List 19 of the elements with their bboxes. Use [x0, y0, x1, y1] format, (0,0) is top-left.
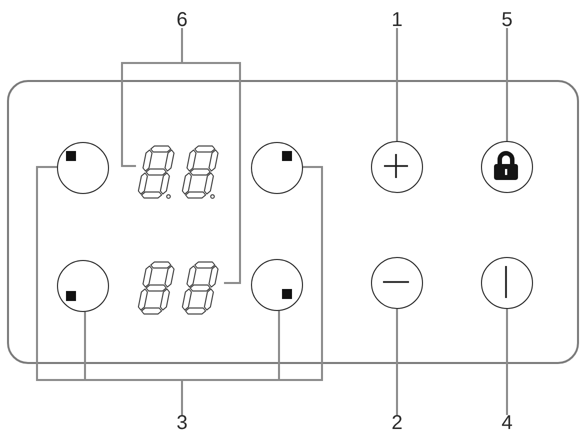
leader-line [506, 28, 508, 141]
round-button [57, 142, 109, 194]
leader-line [396, 309, 398, 415]
callout-number: 2 [390, 415, 404, 431]
round-button [481, 257, 533, 309]
leader-line [396, 28, 398, 141]
callout-number: 6 [175, 12, 189, 28]
callout-number: 3 [175, 415, 189, 431]
callout-number: 1 [390, 12, 404, 28]
round-button [481, 141, 533, 193]
leader-line [181, 28, 241, 284]
round-button [251, 142, 303, 194]
round-button [251, 259, 303, 311]
round-button [371, 141, 423, 193]
callout-number: 5 [500, 12, 514, 28]
leader-line [506, 309, 508, 415]
round-button [371, 257, 423, 309]
round-button [57, 260, 109, 312]
callout-number: 4 [500, 415, 514, 431]
